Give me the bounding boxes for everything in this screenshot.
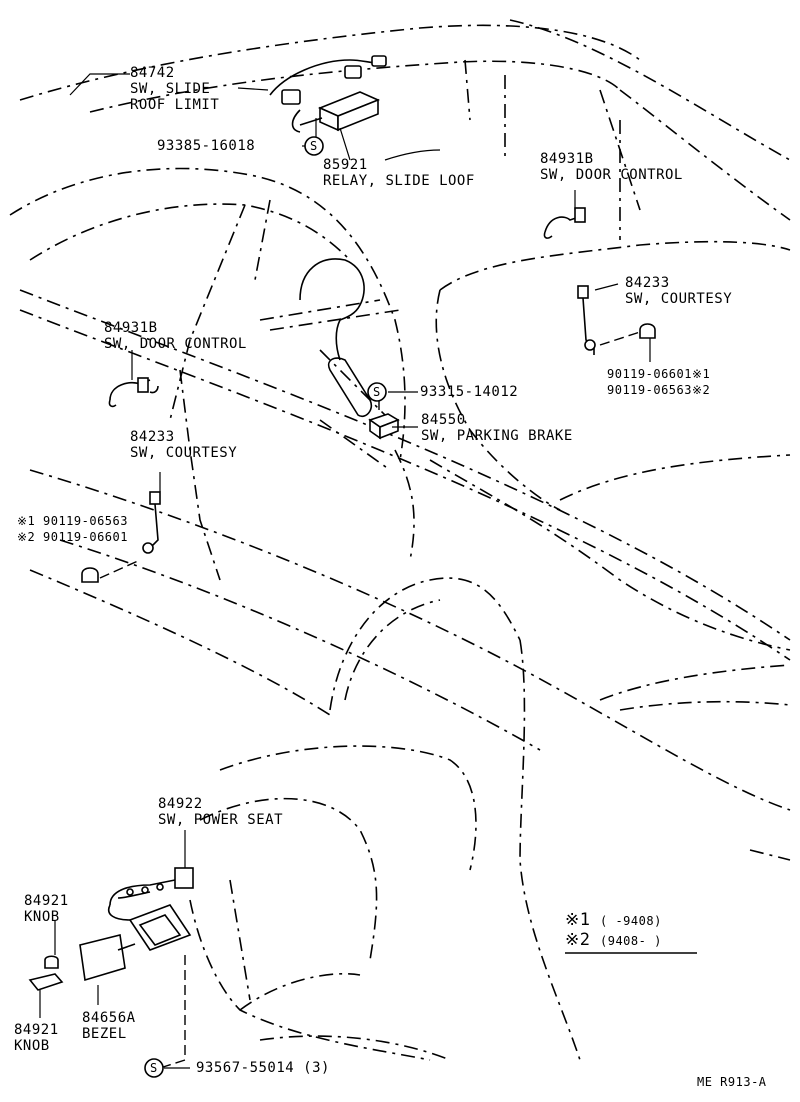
courtesy-front-number: 84233 [130,429,175,445]
bezel-number: 84656A [82,1010,136,1026]
parking-brake-name: SW, PARKING BRAKE [421,428,573,444]
legend-row-2-mark: ※2 [565,930,591,950]
screw-symbol-seat: S [150,1061,158,1075]
legend-row-2-range: (9408- ) [600,934,662,948]
relay-number: 85921 [323,157,368,173]
power-seat-name: SW, POWER SEAT [158,812,284,828]
slide-roof-relay-drawing [299,91,381,132]
screw-symbol-brake: S [373,385,381,399]
parking-brake-switch-drawing [368,400,400,440]
relay-name: RELAY, SLIDE LOOF [323,173,475,189]
courtesy-rear-name: SW, COURTESY [625,291,733,307]
bezel-drawing [79,934,136,982]
power-seat-switch-drawing [108,867,194,951]
screw-symbol-relay: S [310,139,318,153]
screw-symbols [144,136,387,1078]
brake-screw-number: 93315-14012 [420,384,519,400]
roof-limit-sw-line1: SW, SLIDE [130,81,211,97]
parking-brake-number: 84550 [421,412,466,428]
door-control-rear-number: 84931B [540,151,594,167]
courtesy-front-name: SW, COURTESY [130,445,238,461]
door-control-rear-name: SW, DOOR CONTROL [540,167,683,183]
courtesy-front-bolt-1: ※1 90119-06563 [17,514,128,528]
courtesy-switch-rear-drawing [577,285,656,355]
relay-screw-number: 93385-16018 [157,138,256,154]
courtesy-rear-number: 84233 [625,275,670,291]
door-control-switch-front-drawing [108,377,159,408]
knob-lower-number: 84921 [14,1022,59,1038]
courtesy-rear-bolt-1: 90119-06601※1 [607,367,711,381]
roof-limit-sw-number: 84742 [130,65,175,81]
bezel-name: BEZEL [82,1026,127,1042]
knob-lower-name: KNOB [14,1038,50,1054]
roof-limit-sw-line2: ROOF LIMIT [130,97,220,113]
vehicle-body-outline [9,19,791,1061]
courtesy-switch-front-drawing [81,491,161,583]
roof-limit-switch-drawing [269,55,387,133]
legend-row-1-range: ( -9408) [600,914,662,928]
legend-row-1-mark: ※1 [565,910,591,930]
door-control-front-name: SW, DOOR CONTROL [104,336,247,352]
power-seat-number: 84922 [158,796,203,812]
door-control-front-number: 84931B [104,320,158,336]
knob-upper-name: KNOB [24,909,60,925]
knob-upper-number: 84921 [24,893,69,909]
courtesy-front-bolt-2: ※2 90119-06601 [17,530,128,544]
courtesy-rear-bolt-2: 90119-06563※2 [607,383,711,397]
door-control-switch-rear-drawing [543,207,586,239]
seat-screw-number: 93567-55014 (3) [196,1060,330,1076]
footer-code: ME R913-A [697,1075,767,1089]
knob-drawings [28,955,64,991]
